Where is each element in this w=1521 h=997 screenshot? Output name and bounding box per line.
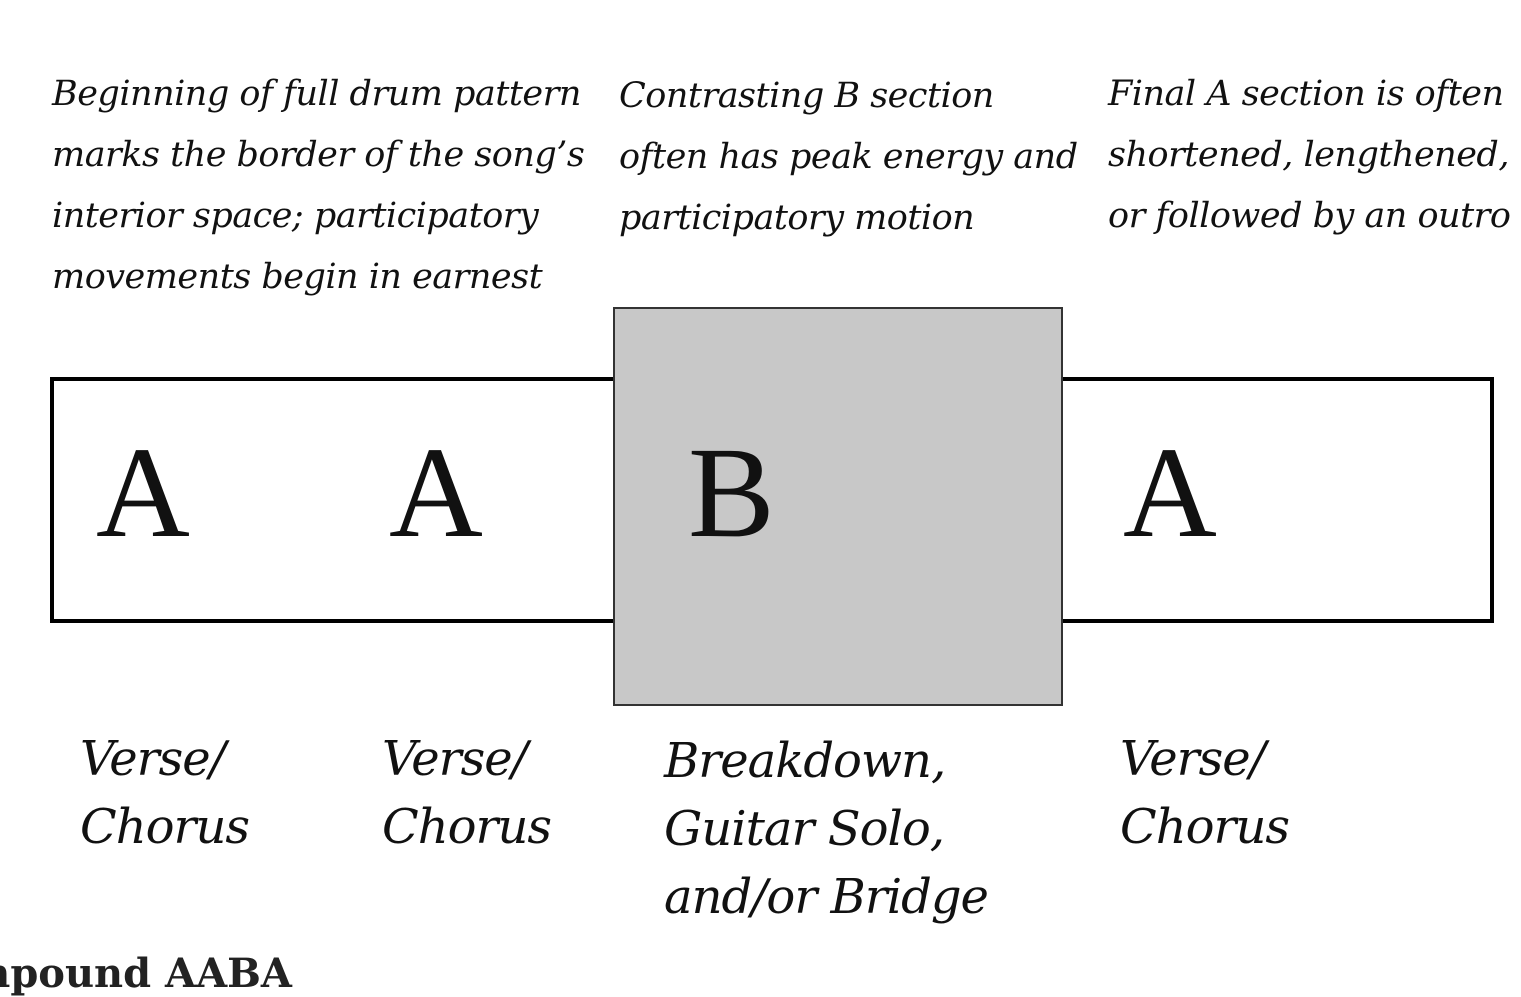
caption-line: Chorus bbox=[382, 799, 552, 855]
annotation-b-section: Contrasting B section often has peak ene… bbox=[619, 66, 1078, 249]
annotation-final-a: Final A section is often shortened, leng… bbox=[1108, 64, 1511, 247]
section-caption-2: Verse/ Chorus bbox=[382, 725, 552, 861]
caption-line: Chorus bbox=[80, 799, 250, 855]
b-section-block bbox=[613, 307, 1063, 706]
section-letter-b: B bbox=[688, 421, 775, 565]
annotation-line: Final A section is often bbox=[1108, 74, 1504, 114]
caption-line: Verse/ bbox=[382, 731, 528, 787]
annotation-line: shortened, lengthened, bbox=[1108, 135, 1509, 175]
caption-line: Guitar Solo, bbox=[664, 801, 945, 857]
annotation-line: participatory motion bbox=[619, 198, 975, 238]
annotation-line: interior space; participatory bbox=[52, 196, 539, 236]
section-caption-3: Breakdown, Guitar Solo, and/or Bridge bbox=[664, 727, 989, 931]
caption-line: Chorus bbox=[1120, 799, 1290, 855]
annotation-line: Contrasting B section bbox=[619, 76, 994, 116]
annotation-line: movements begin in earnest bbox=[52, 257, 543, 297]
caption-line: and/or Bridge bbox=[664, 869, 989, 925]
section-letter-a3: A bbox=[1123, 421, 1217, 565]
section-caption-4: Verse/ Chorus bbox=[1120, 725, 1290, 861]
section-caption-1: Verse/ Chorus bbox=[80, 725, 250, 861]
section-letter-a2: A bbox=[389, 421, 483, 565]
section-letter-a1: A bbox=[96, 421, 190, 565]
caption-line: Breakdown, bbox=[664, 733, 946, 789]
annotation-line: often has peak energy and bbox=[619, 137, 1078, 177]
annotation-drum-pattern: Beginning of full drum pattern marks the… bbox=[52, 64, 585, 308]
annotation-line: marks the border of the song’s bbox=[52, 135, 585, 175]
caption-line: Verse/ bbox=[80, 731, 226, 787]
caption-line: Verse/ bbox=[1120, 731, 1266, 787]
figure-title-cut: mpound AABA bbox=[0, 950, 292, 997]
annotation-line: Beginning of full drum pattern bbox=[52, 74, 581, 114]
annotation-line: or followed by an outro bbox=[1108, 196, 1511, 236]
